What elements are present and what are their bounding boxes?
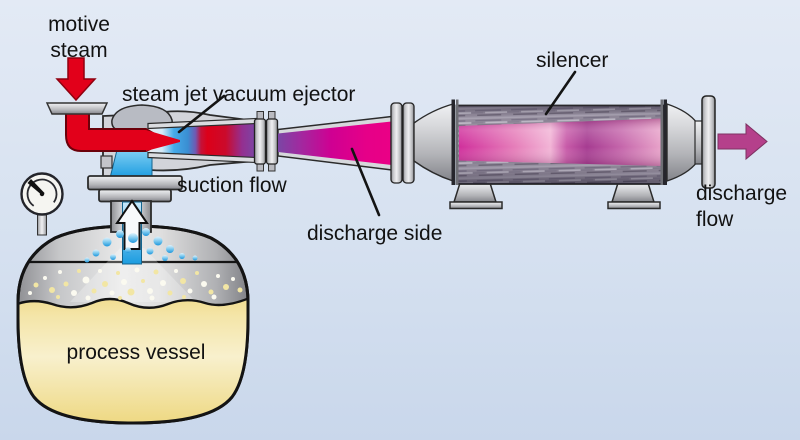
discharge-side-label: discharge side (307, 222, 442, 245)
gauge-stem (37, 212, 47, 236)
outlet-flange-line-dark (663, 99, 667, 185)
inlet-flange-line-dark (451, 99, 455, 185)
discharge-flow-label-line1: discharge (696, 182, 787, 205)
suction-line (87, 175, 183, 265)
inlet-flange-line-light (456, 99, 459, 185)
gauge-scale-arc (26, 178, 58, 210)
spray-fan (70, 248, 196, 302)
liquid (18, 297, 248, 423)
discharge-cone (277, 102, 415, 184)
cone-end-flange-2 (402, 102, 415, 184)
suction-flow-label: suction flow (177, 174, 288, 197)
motive-steam-label-line2: steam (50, 39, 107, 62)
body-bolt (100, 155, 113, 169)
gauge-needle (27, 179, 45, 196)
outlet-flange-line-light (660, 99, 663, 185)
liquid-surface (18, 295, 248, 309)
process-vessel (16, 224, 250, 425)
discharge-side-pointer-line (350, 147, 381, 217)
pointer-lines (177, 70, 577, 217)
process-vessel-label: process vessel (67, 341, 206, 364)
motive-steam-label-line1: motive (48, 13, 110, 36)
silencer-label: silencer (536, 49, 608, 72)
gauge-hub (39, 191, 45, 197)
ejector-pointer-line (177, 94, 226, 134)
silencer (413, 95, 716, 210)
ejector-label: steam jet vacuum ejector (122, 83, 355, 106)
steam-jet-vacuum-ejector (45, 102, 279, 182)
suction-arrow-icon (115, 199, 149, 250)
suction-droplets (84, 228, 198, 263)
motive-steam-arrow-icon (55, 57, 97, 102)
mixing-flow (148, 123, 256, 158)
cone-end-flange-1 (390, 102, 403, 184)
suction-flange-lower (98, 188, 172, 203)
vessel-outline (16, 224, 250, 425)
outlet-end-flange (701, 95, 716, 189)
ejector-outlet-flange (253, 111, 279, 172)
pressure-gauge-icon (20, 172, 64, 236)
suction-flange-upper (87, 175, 183, 191)
motive-steam-pipe (65, 112, 165, 152)
cone-flow (278, 121, 396, 166)
discharge-flow-label-line2: flow (696, 208, 734, 231)
silencer-pointer-line (544, 70, 577, 116)
discharge-arrow-icon (717, 122, 768, 161)
silencer-flow-shading (459, 118, 662, 166)
steam-inlet-flange (45, 102, 109, 115)
labels: motive steam steam jet vacuum ejector si… (48, 13, 787, 364)
steam-nozzle-jet (146, 130, 180, 151)
vapor-bubbles (28, 267, 243, 301)
